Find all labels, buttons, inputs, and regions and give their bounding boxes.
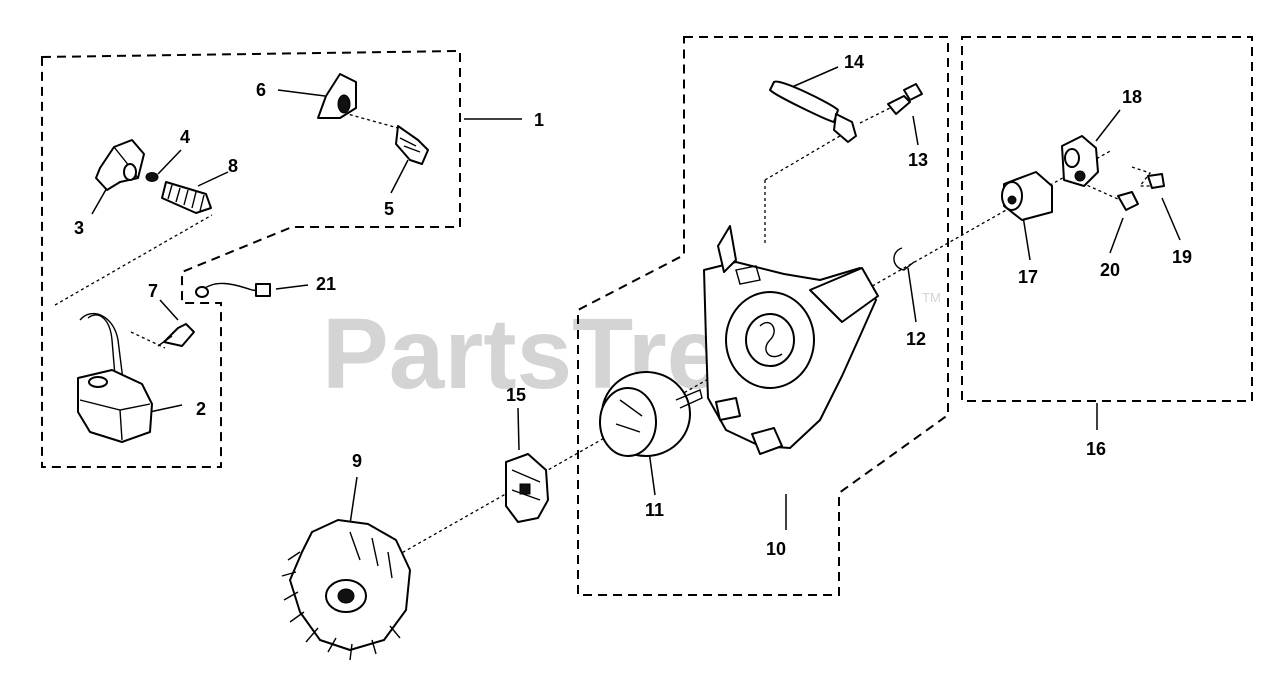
assembly-axis — [339, 149, 1113, 589]
callout-18: 18 — [1122, 87, 1142, 107]
spark-plug-cap — [317, 73, 357, 119]
bushing — [1001, 171, 1053, 221]
callout-6: 6 — [256, 80, 266, 100]
leader-9 — [349, 476, 358, 525]
callout-21: 21 — [316, 274, 336, 294]
axis-boot-coil — [54, 214, 213, 306]
group-box-starter — [577, 36, 949, 596]
starter-handle — [769, 80, 857, 143]
callout-17: 17 — [1018, 267, 1038, 287]
callout-11: 11 — [645, 500, 664, 520]
leader-13 — [912, 115, 919, 146]
leader-14 — [791, 66, 839, 88]
callout-10: 10 — [766, 539, 786, 559]
kit-screw-short — [1117, 191, 1139, 211]
leader-20 — [1109, 217, 1124, 254]
callout-7: 7 — [148, 281, 158, 301]
leader-4 — [157, 149, 182, 175]
leader-12 — [907, 267, 917, 323]
leader-8 — [197, 171, 229, 187]
leader-5 — [390, 159, 409, 194]
leader-19 — [1161, 197, 1181, 241]
axis-coil-bolt — [130, 331, 166, 349]
group-box-kit — [961, 36, 1253, 402]
callout-16: 16 — [1086, 439, 1106, 459]
callout-2: 2 — [196, 399, 206, 419]
mount-bracket — [1061, 135, 1099, 187]
boot-spring — [145, 172, 159, 182]
leader-7 — [159, 299, 179, 321]
axis-spark-plug — [343, 112, 399, 129]
leader-15 — [517, 407, 520, 451]
leader-6 — [277, 89, 326, 97]
starter-housing — [703, 225, 879, 455]
callout-14: 14 — [844, 52, 864, 72]
ground-wire — [195, 282, 271, 298]
callout-12: 12 — [906, 329, 926, 349]
retaining-clip — [893, 247, 915, 271]
callout-1: 1 — [534, 110, 544, 130]
axis-screw-20 — [1081, 182, 1121, 201]
kit-screw — [1147, 173, 1165, 189]
flywheel — [281, 519, 411, 661]
clutch-shoe — [505, 453, 549, 523]
watermark-trademark: TM — [922, 290, 941, 305]
group-box-ignition — [41, 49, 461, 468]
callout-20: 20 — [1100, 260, 1120, 280]
leader-18 — [1095, 109, 1121, 142]
clutch-drum — [599, 371, 703, 457]
callout-19: 19 — [1172, 247, 1192, 267]
callout-3: 3 — [74, 218, 84, 238]
axis-handle — [764, 129, 851, 181]
callout-4: 4 — [180, 127, 190, 147]
callout-15: 15 — [506, 385, 526, 405]
spark-plug — [395, 125, 429, 165]
handle-screw — [887, 83, 923, 115]
coil-bolt — [157, 323, 195, 347]
callout-5: 5 — [384, 199, 394, 219]
watermark-text: PartsTree — [322, 298, 778, 410]
ignition-coil — [77, 312, 153, 443]
spark-plug-boot — [95, 139, 145, 191]
callout-8: 8 — [228, 156, 238, 176]
leader-21 — [275, 284, 309, 290]
callout-13: 13 — [908, 150, 928, 170]
callout-9: 9 — [352, 451, 362, 471]
ignition-spring — [161, 181, 212, 214]
axis-screw-13 — [859, 107, 891, 124]
